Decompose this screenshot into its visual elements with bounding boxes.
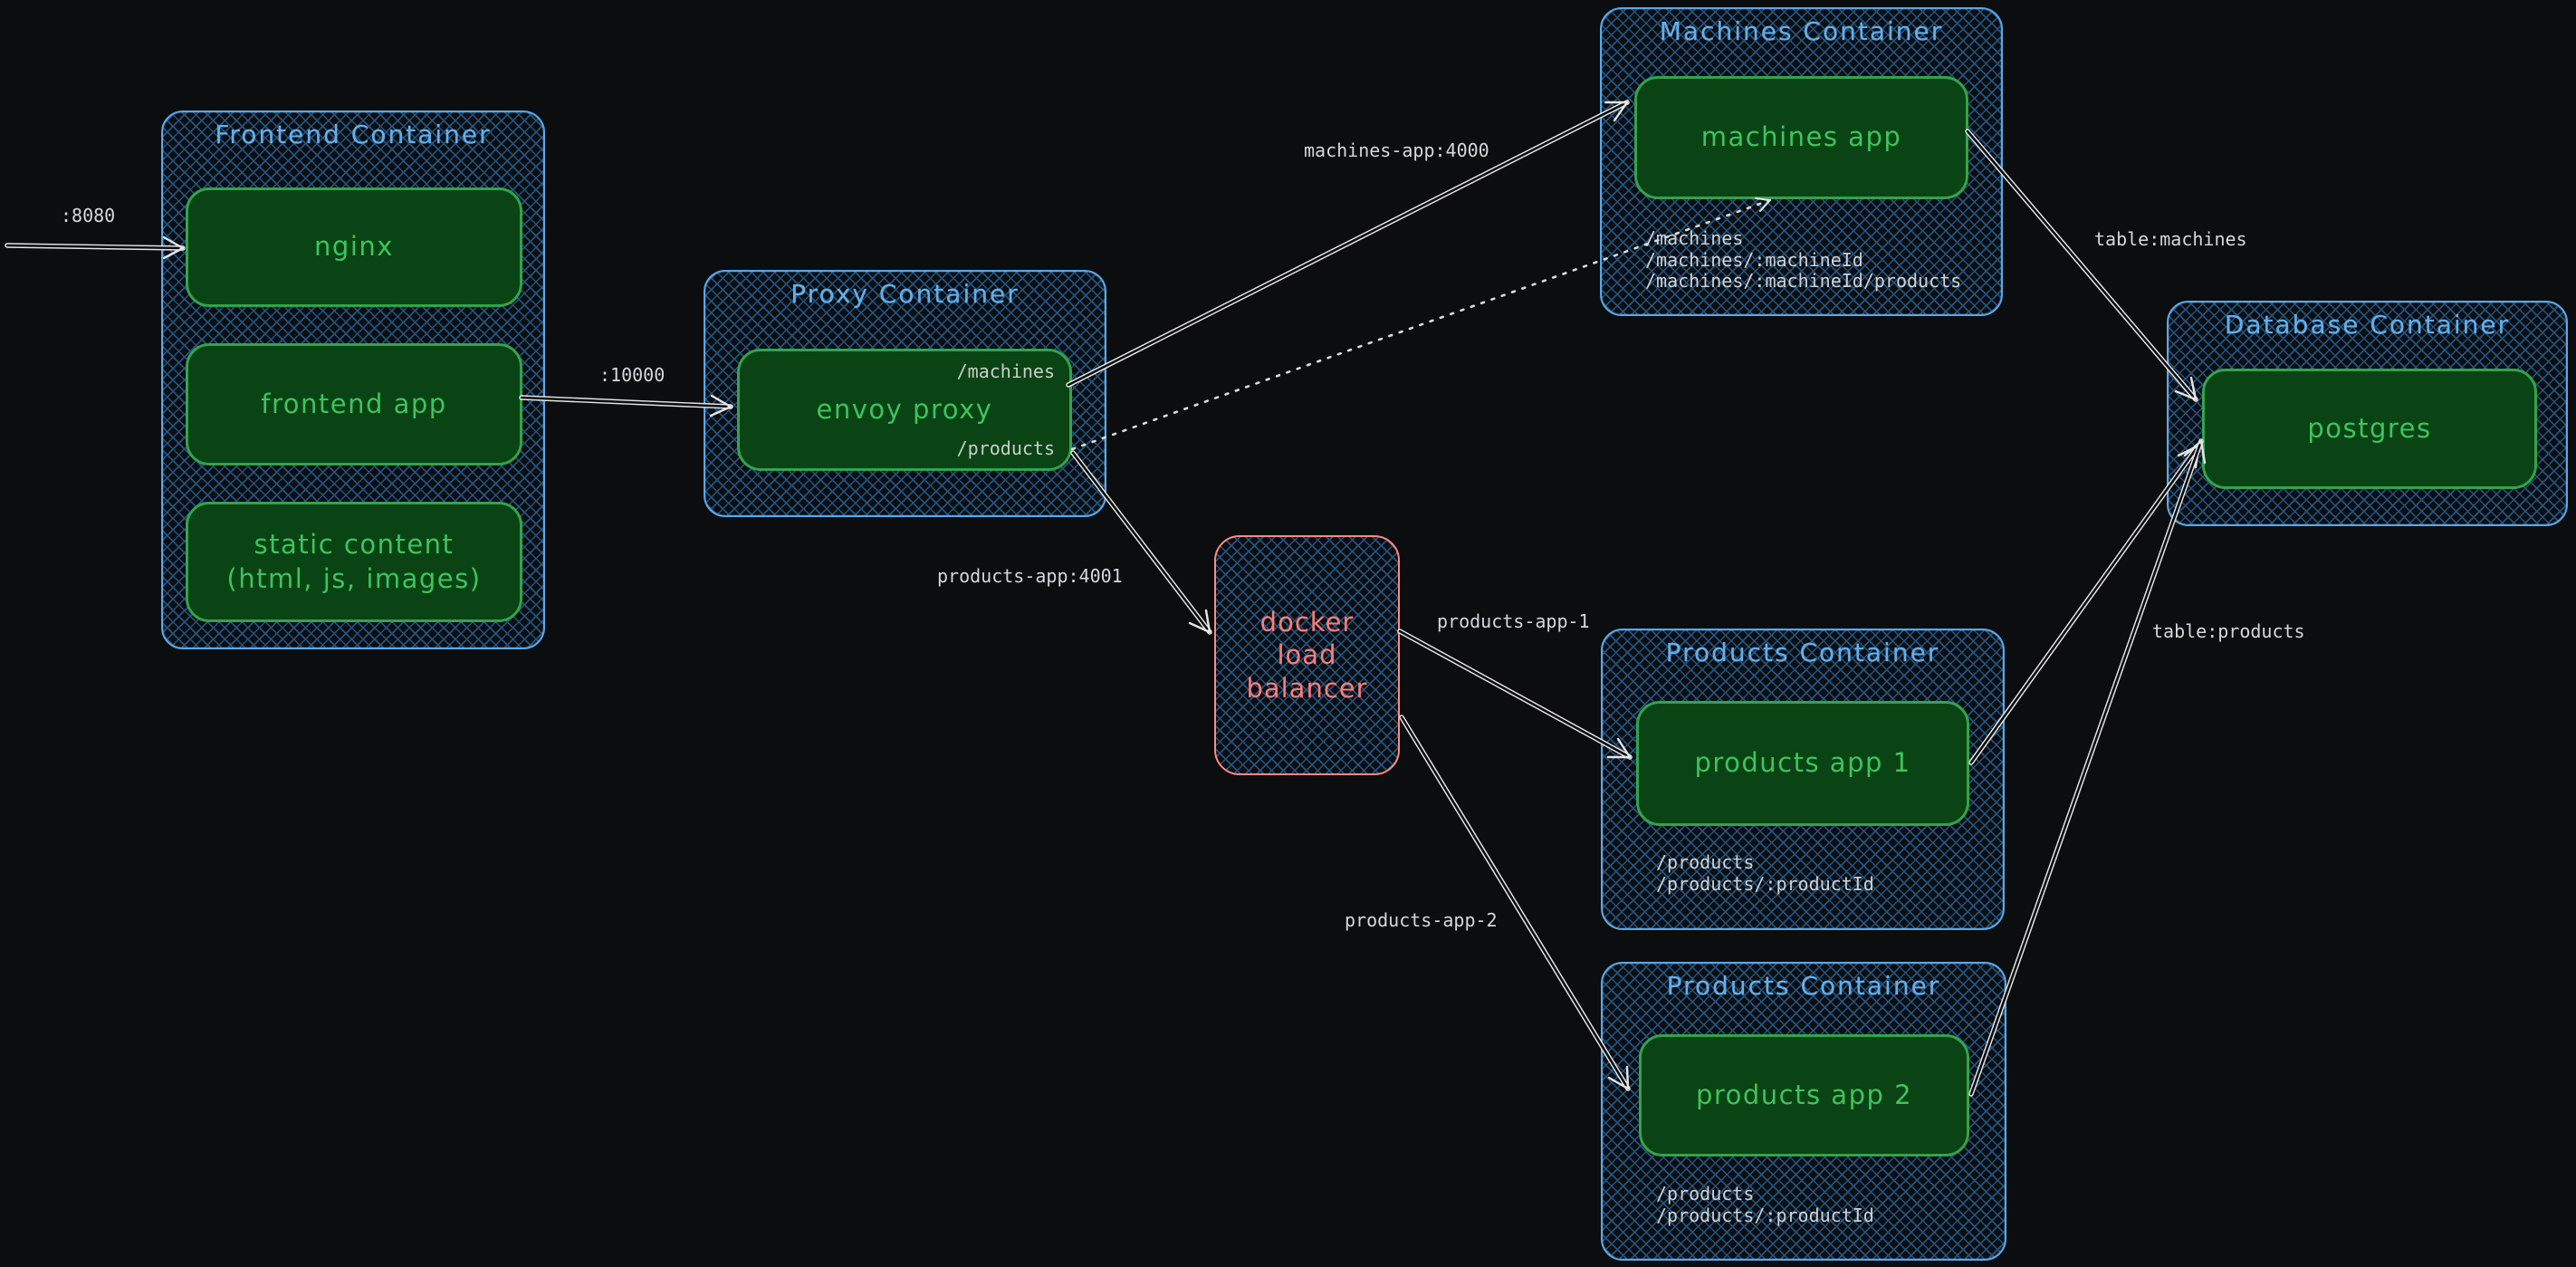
app-machines-app-label: machines app	[1700, 121, 1902, 153]
arrow-lb-to-products-app-1	[1397, 629, 1633, 760]
container-products-1-title: Products Container	[1665, 638, 1940, 667]
container-products-1: Products Container products app 1 /produ…	[1601, 629, 2005, 930]
arrow-frontend-app-to-envoy	[519, 394, 733, 418]
app-machines-app: machines app	[1634, 76, 1968, 199]
app-static-content: static content (html, js, images)	[186, 502, 522, 622]
arrow-lb-to-products-app-2	[1399, 715, 1631, 1091]
envoy-route-products: /products	[956, 437, 1055, 459]
app-nginx-label: nginx	[314, 231, 394, 263]
edge-label-table-machines: table:machines	[2094, 228, 2247, 250]
app-nginx: nginx	[186, 187, 522, 307]
app-postgres: postgres	[2202, 369, 2537, 489]
app-envoy-proxy-label: envoy proxy	[816, 393, 993, 425]
edge-label-port-8080: :8080	[61, 205, 116, 226]
docker-load-balancer-label: docker load balancer	[1246, 607, 1368, 704]
app-frontend-app-label: frontend app	[261, 388, 447, 419]
edge-label-table-products: table:products	[2152, 620, 2305, 642]
container-database-title: Database Container	[2224, 310, 2511, 340]
container-frontend-title: Frontend Container	[215, 120, 492, 149]
edge-label-machines-app-4000: machines-app:4000	[1304, 139, 1489, 161]
app-frontend-app: frontend app	[186, 343, 522, 466]
machines-routes: /machines /machines/:machineId /machines…	[1645, 227, 1962, 292]
container-products-2-title: Products Container	[1666, 971, 1941, 1001]
products-2-routes: /products /products/:productId	[1656, 1183, 1874, 1226]
container-frontend: Frontend Container nginx frontend app st…	[161, 110, 545, 649]
app-postgres-label: postgres	[2307, 412, 2432, 444]
app-envoy-proxy: /machines envoy proxy /products	[737, 349, 1072, 471]
edge-label-products-app-4001: products-app:4001	[937, 565, 1123, 587]
edge-label-port-10000: :10000	[599, 364, 666, 386]
app-products-app-1-label: products app 1	[1694, 747, 1911, 779]
app-static-content-label: static content (html, js, images)	[226, 528, 482, 594]
container-proxy: Proxy Container /machines envoy proxy /p…	[704, 270, 1106, 517]
container-products-2: Products Container products app 2 /produ…	[1601, 962, 2006, 1261]
products-1-routes: /products /products/:productId	[1656, 851, 1874, 895]
app-products-app-1: products app 1	[1636, 701, 1969, 826]
docker-load-balancer: docker load balancer	[1214, 535, 1400, 775]
container-database: Database Container postgres	[2167, 301, 2568, 526]
envoy-route-machines: /machines	[956, 360, 1055, 382]
arrow-ingress-8080-to-nginx	[5, 235, 186, 260]
arrow-products-app-1-to-postgres	[1968, 443, 2201, 765]
app-products-app-2-label: products app 2	[1695, 1079, 1913, 1110]
edge-label-products-app-1: products-app-1	[1437, 610, 1590, 632]
edge-label-products-app-2: products-app-2	[1345, 909, 1498, 931]
container-machines: Machines Container machines app /machine…	[1600, 7, 2003, 316]
container-proxy-title: Proxy Container	[790, 279, 1020, 309]
app-products-app-2: products app 2	[1639, 1034, 1969, 1157]
container-machines-title: Machines Container	[1659, 16, 1944, 46]
